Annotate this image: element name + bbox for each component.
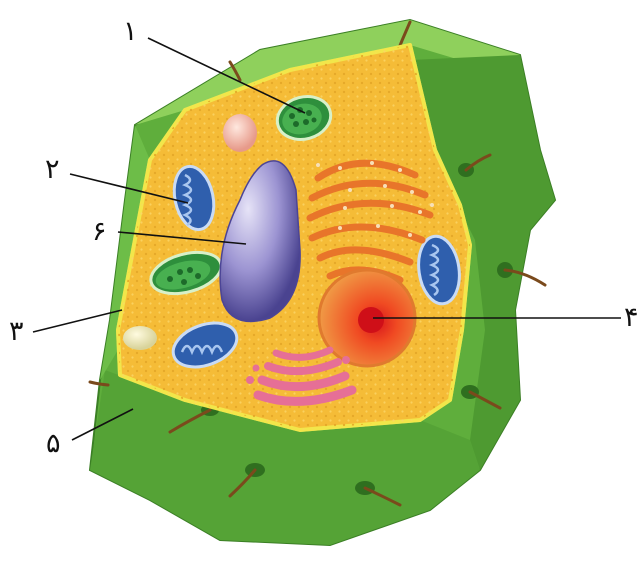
vesicle — [223, 114, 257, 152]
label-3: ۳ — [9, 316, 24, 347]
vesicle — [123, 326, 157, 350]
label-6: ۶ — [92, 216, 107, 247]
label-4: ۴ — [624, 302, 639, 333]
label-2: ۲ — [45, 154, 60, 185]
label-5: ۵ — [46, 428, 61, 459]
label-1: ۱ — [123, 16, 138, 47]
